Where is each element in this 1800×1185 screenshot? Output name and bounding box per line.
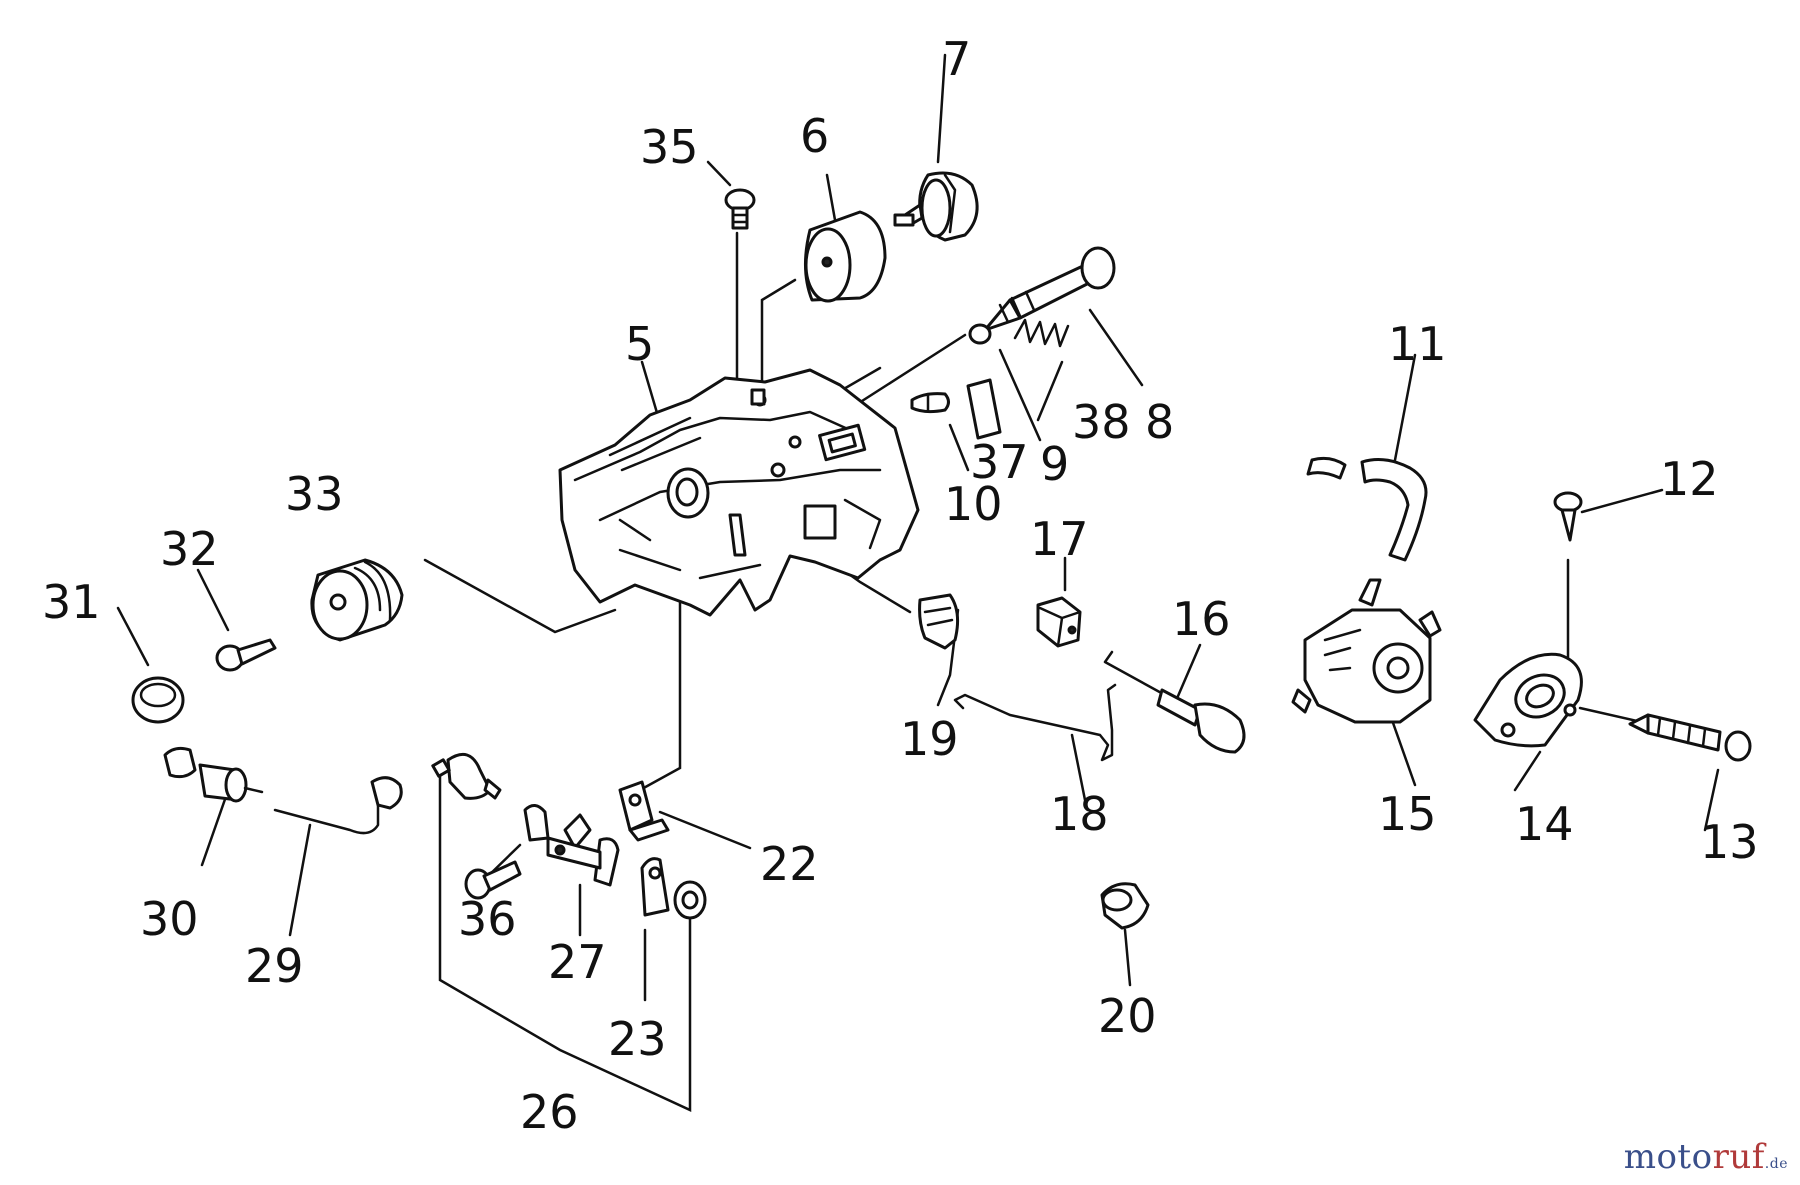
cylinder-part-6	[803, 210, 887, 303]
callout-36: 36	[458, 892, 517, 946]
screw-part-13	[1628, 713, 1752, 762]
rod-part-18	[953, 683, 1117, 762]
callout-33: 33	[285, 467, 344, 521]
spring-part-38	[1013, 318, 1070, 348]
callout-32: 32	[160, 522, 219, 576]
callout-10: 10	[944, 477, 1003, 531]
callout-9: 9	[1040, 437, 1069, 491]
callout-12: 12	[1660, 452, 1719, 506]
tube-part-11	[1306, 456, 1428, 562]
ring-part-9	[968, 323, 992, 345]
callout-27: 27	[548, 935, 607, 989]
callout-23: 23	[608, 1012, 667, 1066]
watermark-part-3: .de	[1764, 1156, 1788, 1172]
wire-part-29	[273, 776, 403, 835]
watermark-logo: motoruf.de	[1624, 1137, 1788, 1177]
callout-14: 14	[1515, 797, 1574, 851]
callout-38: 38	[1072, 395, 1131, 449]
carburetor-part-15	[1291, 578, 1442, 724]
choke-part-16	[1103, 650, 1246, 754]
callout-11: 11	[1388, 317, 1447, 371]
callout-labels: 5 6 7 8 9 10 11 12 13 14 15 16 17 18 19 …	[42, 32, 1759, 1139]
callout-8: 8	[1145, 395, 1174, 449]
terminal-part-30	[163, 746, 264, 803]
disk-part-31	[131, 676, 185, 724]
switch-part-26	[431, 752, 502, 800]
callout-15: 15	[1378, 787, 1437, 841]
bracket-part-22	[618, 780, 670, 842]
callout-30: 30	[140, 892, 199, 946]
parts	[131, 171, 1752, 930]
callout-17: 17	[1030, 512, 1089, 566]
screw-part-35	[724, 188, 756, 230]
callout-22: 22	[760, 837, 819, 891]
block-part-17	[1036, 596, 1082, 648]
gasket-part-37	[966, 378, 1002, 440]
screw-part-32	[215, 638, 277, 672]
callout-26: 26	[520, 1085, 579, 1139]
cap-part-7	[893, 171, 979, 242]
callout-13: 13	[1700, 815, 1759, 869]
callout-37: 37	[970, 435, 1029, 489]
screw-part-12	[1553, 491, 1583, 542]
grommet-part-33	[310, 558, 404, 642]
bolt-part-36	[464, 860, 522, 900]
callout-19: 19	[900, 712, 959, 766]
plate-part-23	[640, 857, 670, 917]
lever-part-27	[523, 804, 620, 887]
callout-18: 18	[1050, 787, 1109, 841]
cap-part-20	[1100, 882, 1150, 930]
callout-5: 5	[625, 317, 654, 371]
screw-part-8	[983, 246, 1116, 332]
cover-part-14	[1473, 652, 1583, 748]
watermark-part-1: moto	[1623, 1137, 1713, 1177]
callout-7: 7	[942, 32, 971, 86]
callout-6: 6	[800, 109, 829, 163]
callout-16: 16	[1172, 592, 1231, 646]
clip-part-19	[918, 593, 960, 650]
watermark-part-2: ruf	[1712, 1137, 1765, 1177]
washer-part-26	[673, 880, 707, 920]
callout-31: 31	[42, 575, 101, 629]
plate-hole	[648, 866, 662, 880]
callout-35: 35	[640, 120, 699, 174]
callout-20: 20	[1098, 989, 1157, 1043]
callout-29: 29	[245, 939, 304, 993]
housing-part-5	[558, 368, 920, 617]
needle-part-10	[910, 392, 950, 414]
